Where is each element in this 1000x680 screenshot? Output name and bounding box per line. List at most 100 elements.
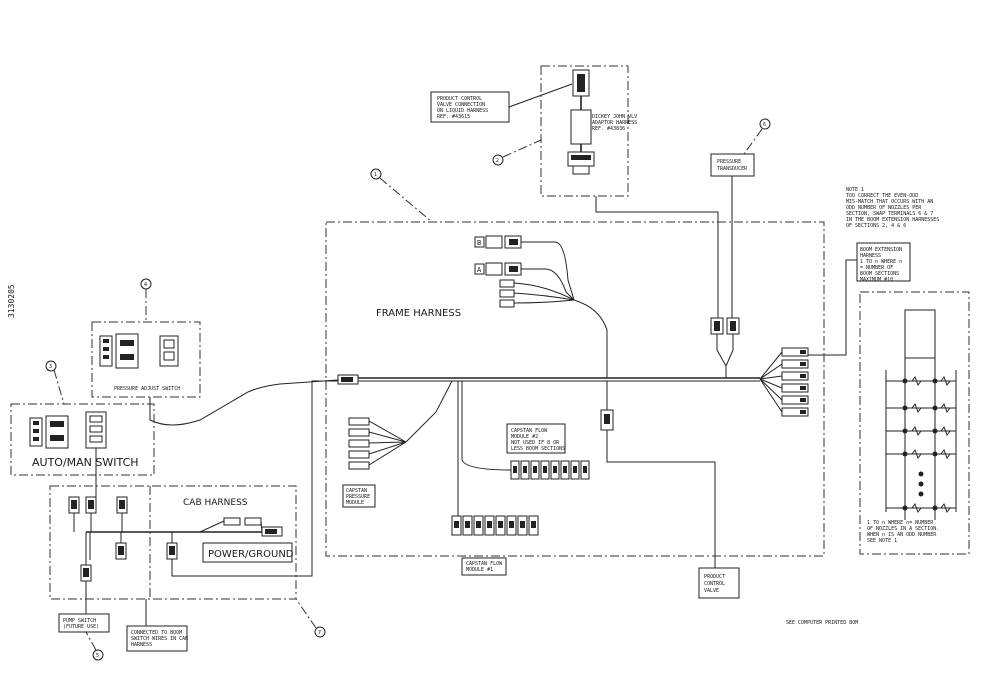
boom-section-connector	[781, 395, 809, 405]
callout-5-bubble	[92, 649, 104, 661]
note-1-line-5: SECTION, SWAP TERMINALS 6 & 7	[846, 211, 933, 217]
pump-switch-line-1: PUMP SWITCH	[63, 618, 96, 624]
callout-1-bubble	[370, 168, 382, 180]
cab-connector-pins	[83, 568, 89, 577]
frame-harness-title: FRAME HARNESS	[376, 308, 461, 319]
capstan-flow-module-2-line-2: MODULE #2	[511, 434, 538, 440]
connector-a-letter: A	[477, 266, 482, 274]
connector-b-pins	[509, 239, 518, 245]
pressure-module-connector	[348, 461, 370, 470]
callout-5-leader	[85, 631, 97, 651]
capstan-pressure-module-label-box	[342, 484, 376, 508]
boom-connector-tip	[800, 386, 806, 390]
transducer-connector-pins	[714, 321, 720, 331]
flow-module-connector-pins	[563, 466, 567, 473]
frame-connector	[499, 299, 515, 308]
dickey-john-adaptor-line-3: REF. #43836	[592, 126, 625, 132]
pressure-transducer-line-2: TRANSDUCER	[717, 166, 748, 172]
nozzle-symbol	[940, 375, 951, 387]
callout-1-label: 1	[374, 172, 377, 178]
product-control-valve-connection-line-2: VALVE CONNECTION	[437, 102, 485, 108]
pressure-adjust-switch-graphic	[99, 333, 179, 369]
continuation-dot	[918, 491, 924, 497]
flow-module-connector-pins	[523, 466, 527, 473]
capstan-flow-module-1-label-box	[461, 557, 507, 576]
product-control-valve-line-2: CONTROL	[704, 581, 725, 587]
product-control-valve-connection-line-4: REF. #43615	[437, 114, 470, 120]
capstan-flow-module-2-line-1: CAPSTAN FLOW	[511, 428, 548, 434]
connector-b-plug	[485, 235, 503, 249]
callout-2-bubble	[492, 154, 504, 166]
frame-y-branch	[716, 334, 734, 378]
boom-extension-module	[904, 309, 936, 359]
continuation-dot	[918, 471, 924, 477]
boom-section-connector	[781, 347, 809, 357]
flow-module-connector-pins	[465, 521, 470, 528]
callout-6-bubble	[759, 118, 771, 130]
flow-module-connector-pins	[513, 466, 517, 473]
callout-5-label: 5	[96, 653, 99, 659]
capstan-flow-module-1-line-2: MODULE #1	[466, 567, 493, 573]
connector-b-letter: B	[477, 239, 481, 247]
nozzle-symbol	[911, 402, 922, 414]
valve-adaptor-group-frame	[540, 65, 629, 197]
flow-module-connector-pins	[573, 466, 577, 473]
connected-to-boom-line-3: HARNESS	[131, 642, 152, 648]
connector-a-tag	[474, 263, 485, 275]
boom-extension-harness-line-6: MAXIMUM #10	[860, 277, 893, 283]
auto-man-switch-graphic	[29, 411, 107, 449]
power-ground-label: POWER/GROUND	[208, 549, 294, 560]
cab-connector-pins	[119, 500, 125, 509]
nozzle-rows	[886, 375, 956, 514]
pressure-module-fan	[368, 380, 453, 466]
cab-harness-connectors	[68, 496, 283, 582]
switch-to-cab-wire	[149, 379, 339, 426]
nozzle-junction	[902, 451, 908, 457]
connector-b-lead	[521, 241, 575, 301]
capstan-pressure-module-line-1: CAPSTAN	[346, 488, 367, 494]
switch-face-button	[89, 435, 103, 443]
pressure-transducer-line-1: PRESSURE	[717, 159, 741, 165]
pressure-transducer-box	[710, 153, 755, 177]
boom-extension-harness-line-5: BOOM SECTIONS	[860, 271, 899, 277]
capstan-flow-module-2-line-3: NOT USED IF 8 OR	[511, 440, 560, 446]
flow-module-connector-pins	[498, 521, 503, 528]
flow-module-connector-pins	[476, 521, 481, 528]
flow-module-2-bundle	[461, 381, 512, 471]
continuation-dot	[918, 481, 924, 487]
callout-2-leader	[502, 139, 542, 158]
cab-harness-title: CAB HARNESS	[183, 498, 248, 508]
product-control-valve-line-1: PRODUCT	[704, 574, 725, 580]
boom-section-connector	[781, 407, 809, 417]
cab-connector	[223, 517, 241, 526]
boom-extension-leader	[808, 259, 857, 356]
connector-a-pins	[509, 266, 518, 272]
nozzle-symbol	[911, 502, 922, 514]
nozzle-note-line-4: SEE NOTE 1	[867, 538, 897, 544]
boom-extension-harness-line-4: = NUMBER OF	[860, 265, 893, 271]
boom-connector-tip	[800, 362, 806, 366]
connector-a-lead	[521, 268, 575, 301]
connected-to-boom-line-2: SWITCH WIRES IN CAB	[131, 636, 188, 642]
boom-connector-tip	[800, 350, 806, 354]
connector-a-plug	[485, 262, 503, 276]
flow-module-connector-pins	[583, 466, 587, 473]
nozzle-note-line-2: OF NOZZLES IN A SECTION.	[867, 526, 939, 532]
nozzle-junction	[902, 505, 908, 511]
nozzle-junction	[902, 378, 908, 384]
note-1-line-4: ODD NUMBER OF NOZZLES PER	[846, 205, 922, 211]
switch-pin	[33, 421, 39, 425]
callout-2-label: 2	[496, 158, 499, 164]
frame-harness-frame	[325, 221, 825, 557]
boom-extension-harness-line-3: 1 TO n WHERE n	[860, 259, 902, 265]
pressure-module-connector	[348, 428, 370, 437]
boom-section-connector	[781, 371, 809, 381]
callout-1-leader	[379, 177, 433, 223]
nozzle-note-line-1: 1 TO n WHERE n= NUMBER	[867, 520, 934, 526]
switch-face-button	[163, 351, 175, 361]
boom-connector-tip	[800, 374, 806, 378]
frame-wire	[513, 282, 575, 304]
switch-rocker-detail	[120, 340, 134, 346]
switch-pin	[33, 437, 39, 441]
